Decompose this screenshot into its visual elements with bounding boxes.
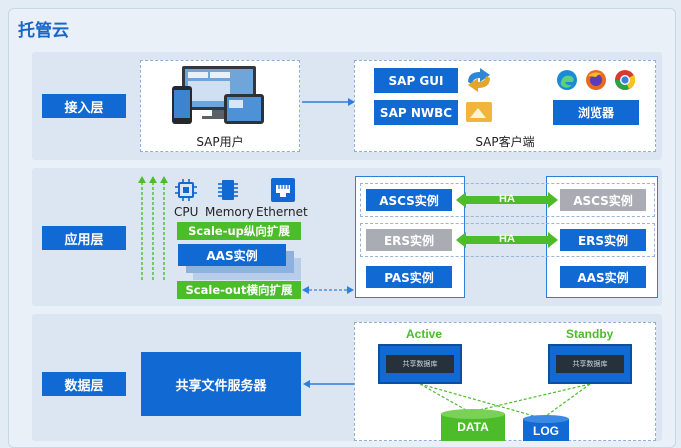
cpu-icon	[175, 179, 197, 201]
ers-left-button[interactable]: ERS实例	[366, 229, 452, 251]
ascs-left-button[interactable]: ASCS实例	[366, 189, 452, 211]
sap-user-label: SAP用户	[196, 135, 244, 149]
sap-gui-button[interactable]: SAP GUI	[374, 68, 458, 93]
ha-arrow-1	[456, 192, 558, 208]
sap-gui-icon	[468, 68, 490, 92]
db-server-right: 共享数据库	[548, 344, 632, 384]
ers-right-button[interactable]: ERS实例	[560, 229, 646, 251]
data-disk-icon	[441, 409, 505, 441]
browser-button[interactable]: 浏览器	[553, 100, 639, 125]
sap-client-label: SAP客户端	[475, 135, 535, 149]
ethernet-label: Ethernet	[256, 205, 308, 219]
devices-icon	[172, 66, 264, 124]
ha-arrow-2	[456, 232, 558, 248]
app-layer-label: 应用层	[42, 226, 126, 250]
page-title: 托管云	[18, 21, 69, 41]
pas-button[interactable]: PAS实例	[366, 266, 452, 288]
log-disk-label: LOG	[533, 424, 559, 438]
db-link-lines	[419, 384, 591, 417]
db-server-left: 共享数据库	[378, 344, 462, 384]
memory-label: Memory	[205, 205, 254, 219]
active-label: Active	[406, 327, 443, 341]
data-disk-label: DATA	[457, 420, 489, 434]
scale-out-label: Scale-out横向扩展	[177, 281, 301, 299]
ha-label-2: HA	[499, 233, 515, 245]
aas-right-button[interactable]: AAS实例	[560, 266, 646, 288]
firefox-icon	[586, 70, 606, 90]
shared-fs-button[interactable]: 共享文件服务器	[141, 352, 301, 416]
server-right-label: 共享数据库	[556, 355, 624, 373]
chrome-icon	[615, 70, 636, 90]
nwbc-icon	[466, 102, 492, 122]
access-layer-label: 接入层	[42, 94, 126, 118]
log-disk-icon	[523, 415, 569, 441]
access-arrow	[302, 98, 355, 106]
scale-up-arrows	[138, 176, 168, 282]
data-layer-label: 数据层	[42, 372, 126, 396]
ascs-group-dash	[360, 183, 655, 217]
ha-label-1: HA	[499, 193, 515, 205]
scale-out-arrow	[302, 286, 354, 294]
server-left-label: 共享数据库	[386, 355, 454, 373]
standby-label: Standby	[566, 327, 614, 341]
scale-up-label: Scale-up纵向扩展	[177, 222, 301, 240]
aas-stack-button[interactable]: AAS实例	[178, 244, 286, 266]
ers-group-dash	[360, 223, 655, 257]
edge-icon	[557, 70, 577, 90]
cpu-label: CPU	[174, 205, 199, 219]
sap-nwbc-button[interactable]: SAP NWBC	[374, 100, 458, 125]
ethernet-icon	[271, 178, 295, 202]
shared-fs-arrow	[303, 380, 354, 388]
memory-icon	[218, 180, 238, 200]
ascs-right-button[interactable]: ASCS实例	[560, 189, 646, 211]
